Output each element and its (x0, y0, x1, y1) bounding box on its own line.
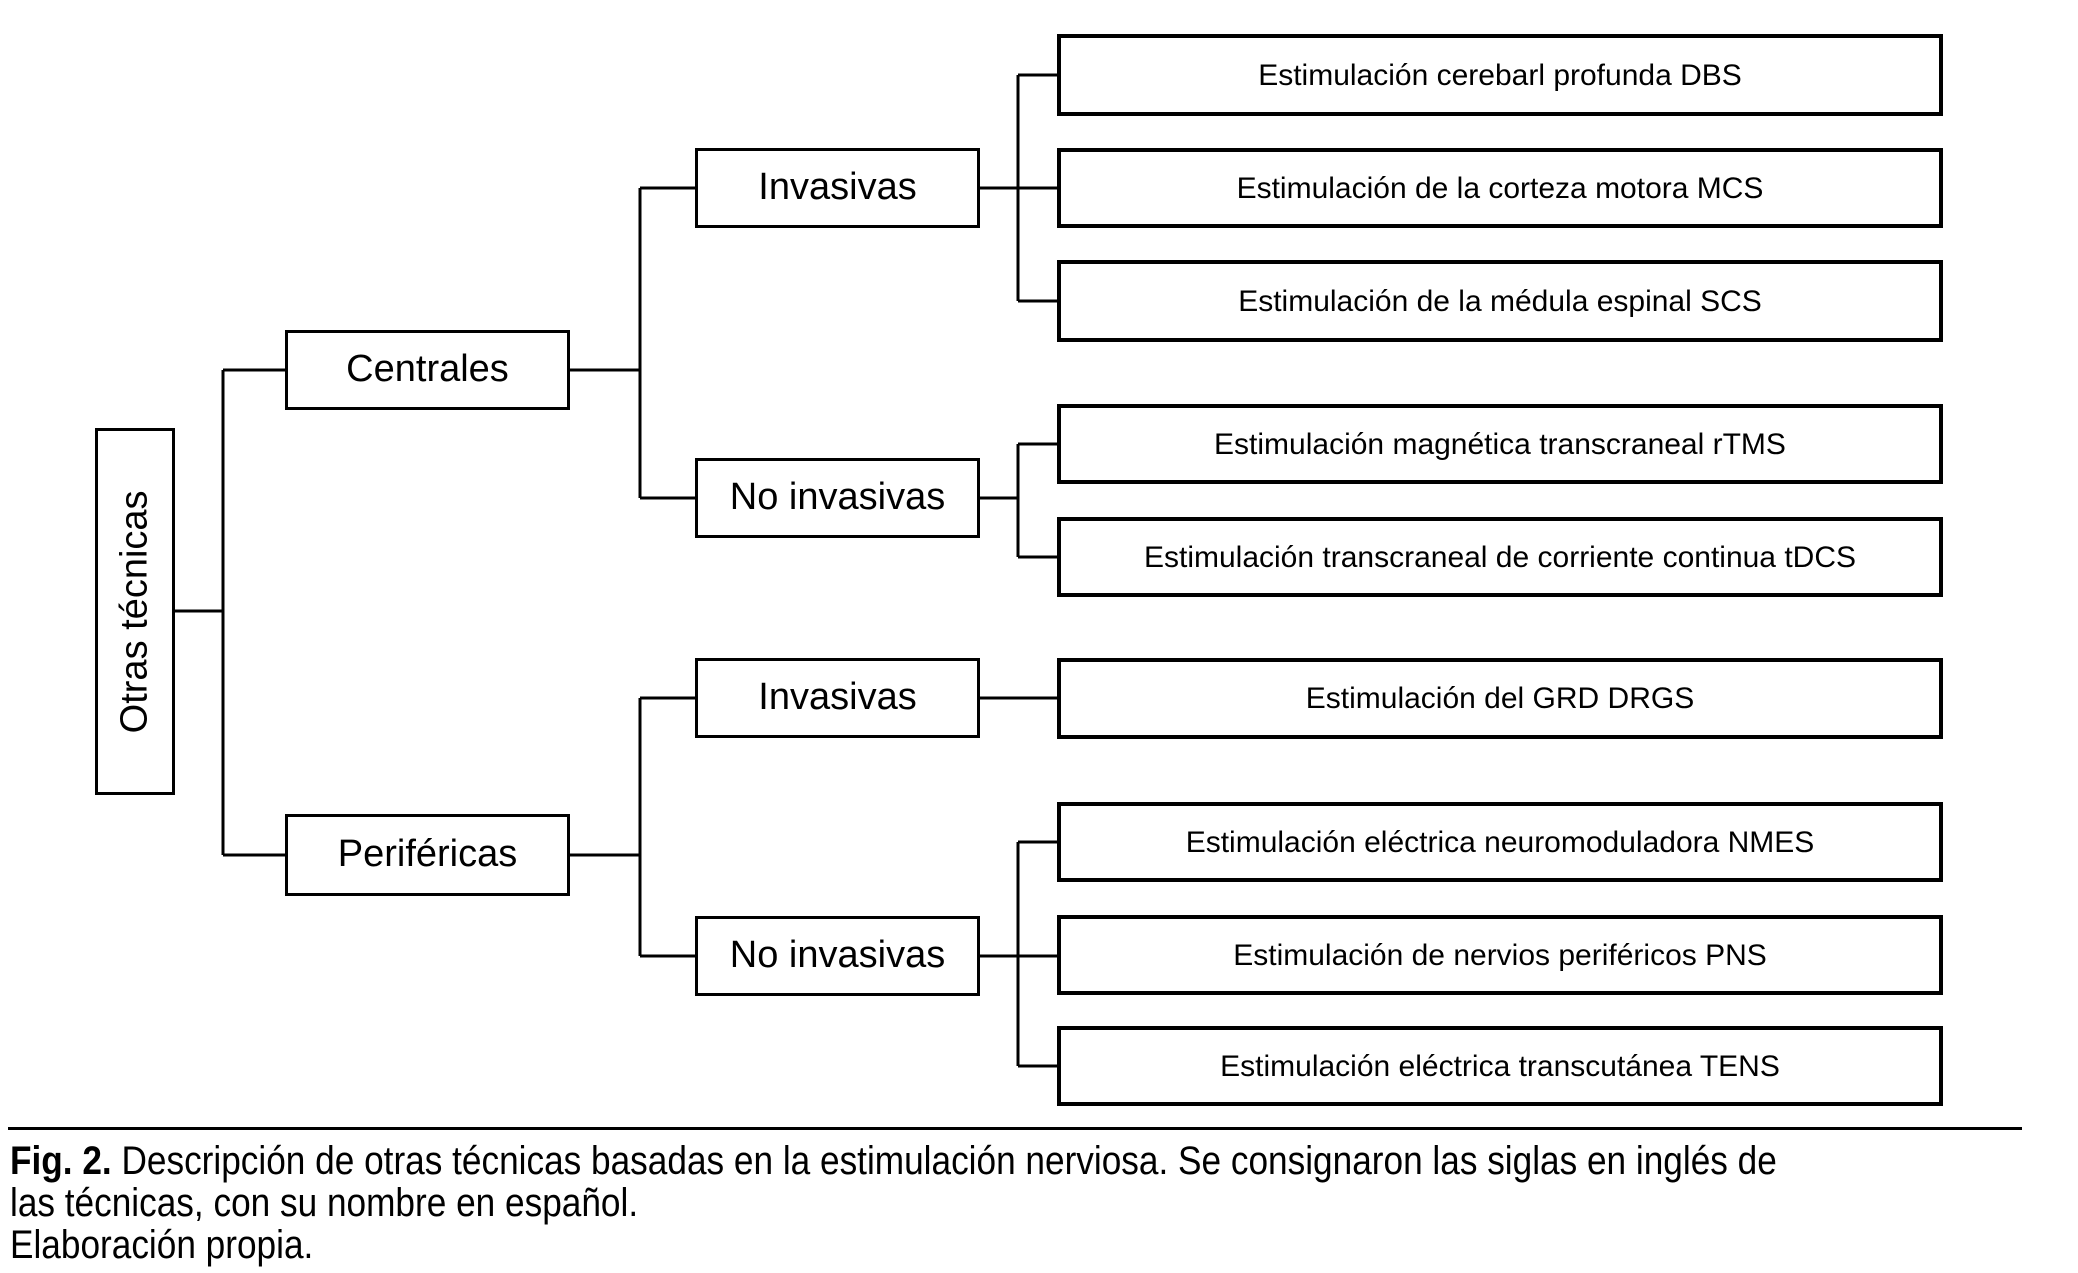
node-otras-tecnicas: Otras técnicas (95, 428, 175, 795)
node-no-invasivas-centrales-label: No invasivas (729, 476, 946, 519)
leaf-mcs-label: Estimulación de la corteza motora MCS (1236, 171, 1764, 205)
leaf-rtms-label: Estimulación magnética transcraneal rTMS (1214, 427, 1786, 461)
figure-number: Fig. 2. (10, 1139, 112, 1183)
leaf-scs: Estimulación de la médula espinal SCS (1057, 260, 1943, 342)
leaf-tdcs: Estimulación transcraneal de corriente c… (1057, 517, 1943, 597)
node-perifericas-label: Periféricas (337, 833, 518, 876)
leaf-scs-label: Estimulación de la médula espinal SCS (1238, 284, 1762, 318)
leaf-pns: Estimulación de nervios periféricos PNS (1057, 915, 1943, 995)
node-centrales: Centrales (285, 330, 570, 410)
node-centrales-label: Centrales (346, 348, 509, 391)
node-invasivas-centrales-label: Invasivas (758, 166, 917, 209)
leaf-drgs: Estimulación del GRD DRGS (1057, 658, 1943, 739)
node-invasivas-perifericas: Invasivas (695, 658, 980, 738)
caption-divider (8, 1127, 2022, 1130)
leaf-nmes: Estimulación eléctrica neuromoduladora N… (1057, 802, 1943, 882)
leaf-nmes-label: Estimulación eléctrica neuromoduladora N… (1185, 825, 1815, 859)
caption-line-2: las técnicas, con su nombre en español. (10, 1181, 639, 1225)
caption-line-1: Fig. 2. Descripción de otras técnicas ba… (10, 1140, 1777, 1182)
leaf-rtms: Estimulación magnética transcraneal rTMS (1057, 404, 1943, 484)
leaf-mcs: Estimulación de la corteza motora MCS (1057, 148, 1943, 228)
leaf-tens-label: Estimulación eléctrica transcutánea TENS (1220, 1049, 1780, 1083)
leaf-pns-label: Estimulación de nervios periféricos PNS (1233, 938, 1767, 972)
leaf-dbs: Estimulación cerebarl profunda DBS (1057, 34, 1943, 116)
figure-caption: Fig. 2. Descripción de otras técnicas ba… (10, 1140, 2018, 1266)
node-no-invasivas-perifericas-label: No invasivas (729, 934, 946, 977)
leaf-tdcs-label: Estimulación transcraneal de corriente c… (1143, 540, 1857, 574)
node-no-invasivas-centrales: No invasivas (695, 458, 980, 538)
caption-line-3: Elaboración propia. (10, 1223, 314, 1267)
leaf-drgs-label: Estimulación del GRD DRGS (1305, 682, 1695, 715)
node-invasivas-centrales: Invasivas (695, 148, 980, 228)
node-perifericas: Periféricas (285, 814, 570, 896)
leaf-tens: Estimulación eléctrica transcutánea TENS (1057, 1026, 1943, 1106)
node-otras-tecnicas-label: Otras técnicas (113, 490, 156, 733)
caption-line-1-text: Descripción de otras técnicas basadas en… (111, 1139, 1777, 1183)
node-no-invasivas-perifericas: No invasivas (695, 916, 980, 996)
leaf-dbs-label: Estimulación cerebarl profunda DBS (1258, 58, 1742, 92)
node-invasivas-perifericas-label: Invasivas (758, 676, 917, 719)
